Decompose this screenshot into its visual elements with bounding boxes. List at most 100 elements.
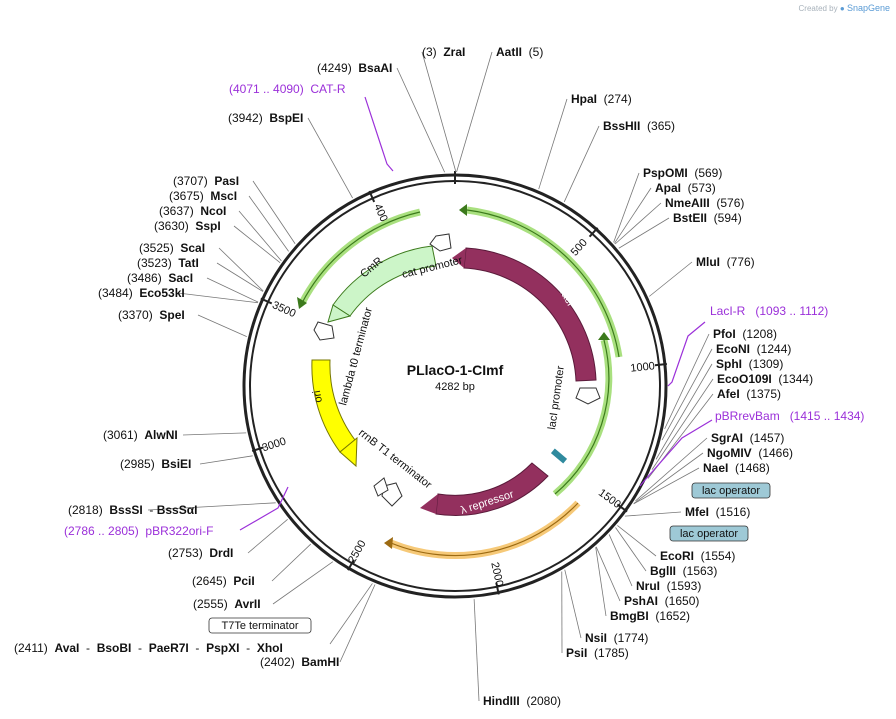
leader-pspomi (613, 172, 640, 243)
site-sspi[interactable]: (3630) SspI (154, 219, 221, 233)
site-nrui[interactable]: NruI (1593) (636, 579, 701, 593)
site-sgrai[interactable]: SgrAI (1457) (711, 431, 784, 445)
site-position: (1244) (750, 342, 791, 356)
cmr-orf-arrowhead (297, 297, 307, 309)
leader-spei (197, 314, 247, 338)
credit-brand: SnapGene (846, 3, 890, 13)
primer-pbrrevbam[interactable]: pBRrevBam (1415 .. 1434) (715, 409, 864, 423)
tick-label-500: 500 (569, 237, 590, 259)
site-afei[interactable]: AfeI (1375) (717, 387, 781, 401)
site-position: (365) (640, 119, 675, 133)
site-ecori[interactable]: EcoRI (1554) (660, 549, 735, 563)
lambda-t0-feature[interactable] (313, 321, 335, 341)
leader-pasi (252, 180, 296, 244)
tick-mark-1000 (654, 363, 667, 367)
leader-pcii (271, 543, 312, 582)
repressor-orf-line (390, 502, 579, 557)
site-nmeaiii[interactable]: NmeAIII (576) (665, 196, 744, 210)
site-bglii[interactable]: BglII (1563) (650, 564, 717, 578)
site-drdi[interactable]: (2753) DrdI (168, 546, 233, 560)
site-name: AatII (496, 45, 522, 59)
leader-bsteii (618, 217, 670, 249)
site-position: (1554) (694, 549, 735, 563)
site-ncoi[interactable]: (3637) NcoI (159, 204, 226, 218)
site-position: (1516) (709, 505, 750, 519)
primer-pbr322ori-f[interactable]: (2786 .. 2805) pBR322ori-F (64, 524, 213, 538)
site-hpai[interactable]: HpaI (274) (571, 92, 632, 106)
site-pasi[interactable]: (3707) PasI (173, 174, 239, 188)
site-name: NmeAIII (665, 196, 710, 210)
site-position: (569) (688, 166, 723, 180)
site-bmgbi[interactable]: BmgBI (1652) (610, 609, 690, 623)
site-position: (3523) (137, 256, 178, 270)
site-tati[interactable]: (3523) TatI (137, 256, 199, 270)
leader-scai (218, 247, 264, 292)
site-avrii[interactable]: (2555) AvrII (193, 597, 261, 611)
cat-promoter-feature[interactable] (429, 233, 452, 252)
site-bspei[interactable]: (3942) BspEI (228, 111, 303, 125)
site-name: PciI (233, 574, 254, 588)
site-scai[interactable]: (3525) ScaI (139, 241, 205, 255)
site-eco0109i[interactable]: EcoO109I (1344) (717, 372, 813, 386)
site-psii[interactable]: PsiI (1785) (566, 646, 629, 660)
site-mlui[interactable]: MluI (776) (696, 255, 755, 269)
site-position: (3484) (98, 286, 139, 300)
lambda-repressor-feature[interactable] (435, 462, 549, 516)
site-labels: (3) ZraI AatII (5) HpaI (274) BssHII (365) P… (14, 45, 864, 708)
site-name: BspEI (269, 111, 303, 125)
site-pcii[interactable]: (2645) PciI (192, 574, 255, 588)
site-mfei[interactable]: MfeI (1516) (685, 505, 750, 519)
site-separator: - (239, 641, 256, 655)
site-bsssi[interactable]: (2818) BssSI - BssSαI (68, 503, 197, 517)
site-hindiii[interactable]: HindIII (2080) (483, 694, 561, 708)
site-nsii[interactable]: NsiI (1774) (585, 631, 648, 645)
site-saci[interactable]: (3486) SacI (127, 271, 193, 285)
site-spei[interactable]: (3370) SpeI (118, 308, 185, 322)
site-name: BsiEI (161, 457, 191, 471)
leader-aatii (456, 51, 493, 173)
site-econi[interactable]: EcoNI (1244) (716, 342, 791, 356)
site-name: ApaI (655, 181, 681, 195)
site-ngomiv[interactable]: NgoMIV (1466) (707, 446, 793, 460)
site-position: (3) (422, 45, 443, 59)
credit-prefix: Created by (798, 4, 838, 13)
site-bsaai[interactable]: (4249) BsaAI (317, 61, 392, 75)
site-name: EcoO109I (717, 372, 772, 386)
site-naei[interactable]: NaeI (1468) (703, 461, 770, 475)
site-separator: - (131, 641, 148, 655)
site-pshai[interactable]: PshAI (1650) (624, 594, 699, 608)
site-multi-xhoi[interactable]: (2411) AvaI - BsoBI - PaeR7I - PspXI - X… (14, 641, 283, 655)
primer-cat-r[interactable]: (4071 .. 4090) CAT-R (229, 82, 346, 96)
site-pspomi[interactable]: PspOMI (569) (643, 166, 722, 180)
site-name: SpeI (159, 308, 184, 322)
site-zrai[interactable]: (3) ZraI (422, 45, 465, 59)
site-pfoi[interactable]: PfoI (1208) (713, 327, 777, 341)
site-position: (3630) (154, 219, 195, 233)
site-bssei[interactable]: (2985) BsiEI (120, 457, 191, 471)
site-position: (1468) (728, 461, 769, 475)
site-name: EcoRI (660, 549, 694, 563)
laci-promoter-feature[interactable] (575, 387, 601, 405)
site-apai[interactable]: ApaI (573) (655, 181, 716, 195)
site-aatii[interactable]: AatII (5) (496, 45, 543, 59)
tick-mark-3500 (260, 297, 273, 305)
primer-laci-r[interactable]: LacI-R (1093 .. 1112) (710, 304, 828, 318)
site-bamhi[interactable]: (2402) BamHI (260, 655, 339, 669)
site-name: MfeI (685, 505, 709, 519)
site-name: PaeR7I (149, 641, 189, 655)
leader-saci (206, 277, 259, 303)
site-alwni[interactable]: (3061) AlwNI (103, 428, 178, 442)
site-sphi[interactable]: SphI (1309) (716, 357, 783, 371)
laci-feature[interactable] (463, 247, 597, 382)
site-besshii[interactable]: BssHII (365) (603, 119, 675, 133)
leader-hindiii (473, 599, 480, 702)
cmr-feature[interactable] (332, 245, 437, 317)
site-msci[interactable]: (3675) MscI (169, 189, 237, 203)
site-name: MscI (210, 189, 237, 203)
site-name: HindIII (483, 694, 520, 708)
site-eco53ki[interactable]: (3484) Eco53kI (98, 286, 185, 300)
site-position: (5) (522, 45, 543, 59)
site-bsteii[interactable]: BstEII (594) (673, 211, 742, 225)
tick-label-3000: 3000 (261, 435, 288, 454)
primer-range: (1093 .. 1112) (745, 304, 828, 318)
